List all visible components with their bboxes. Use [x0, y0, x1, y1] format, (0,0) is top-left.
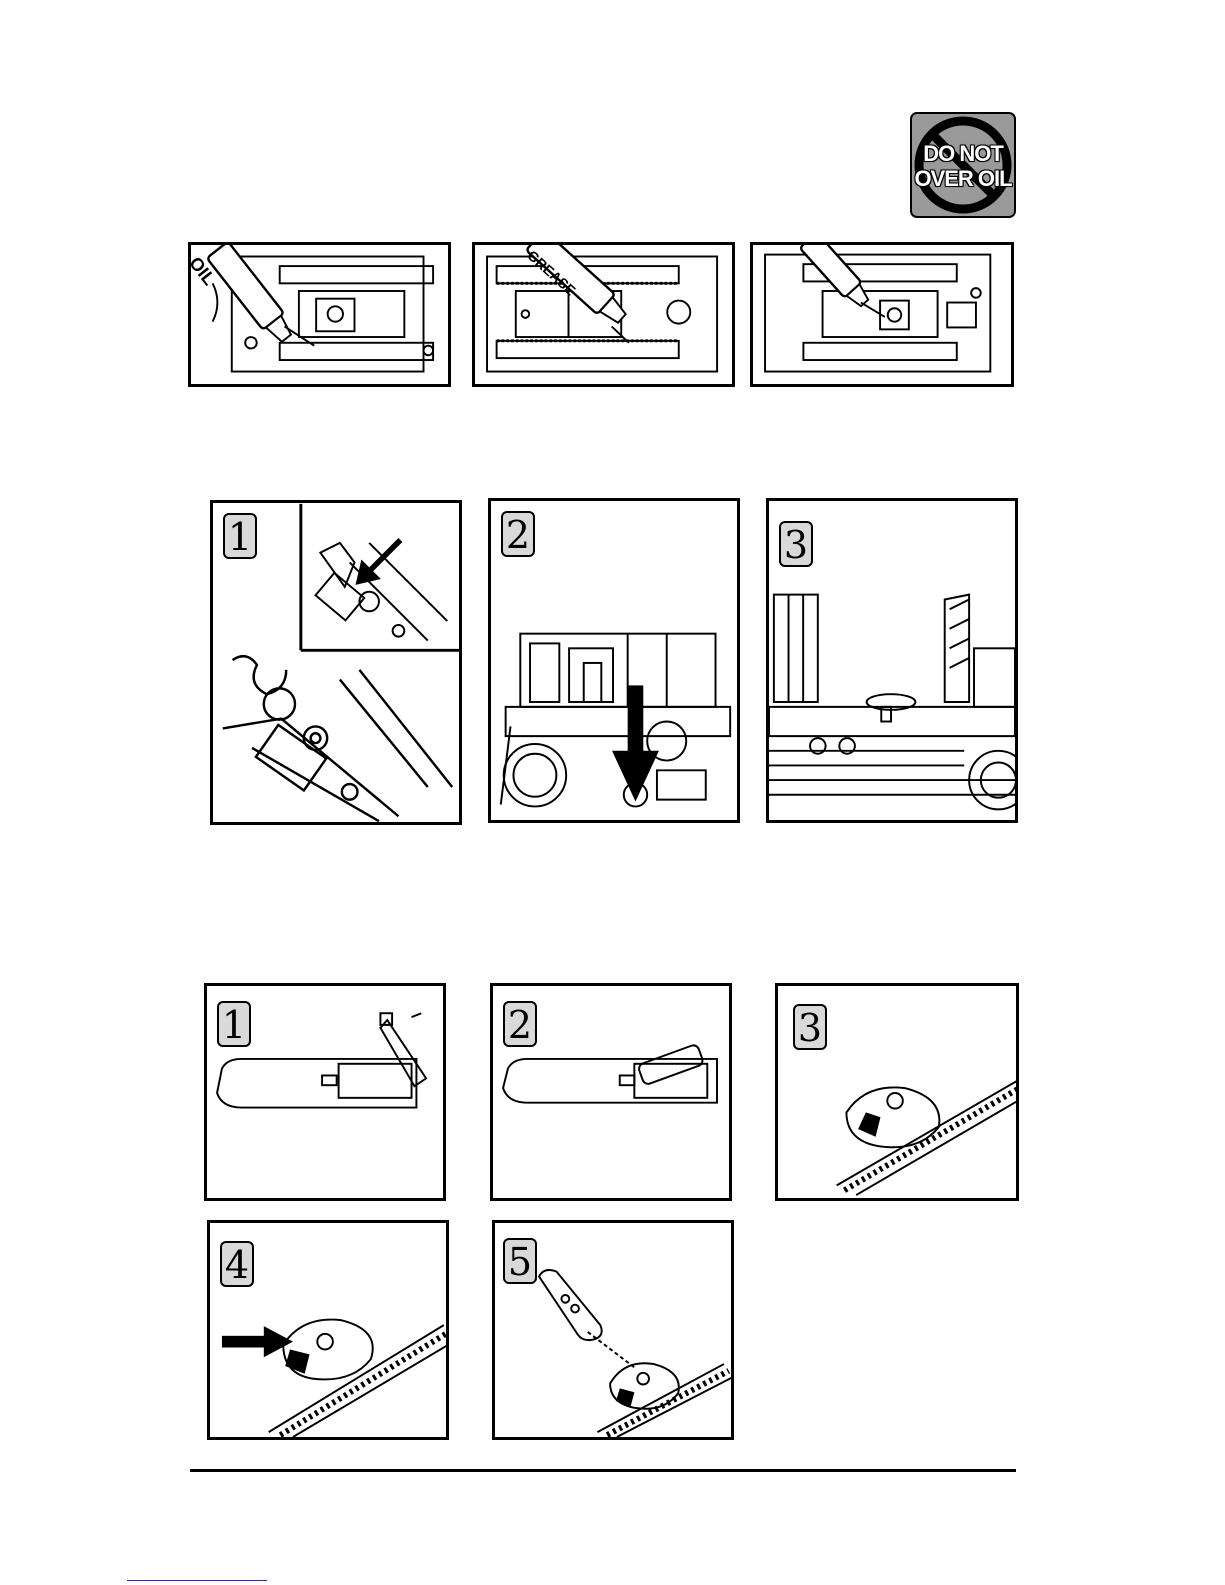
chassis-illustration: [753, 245, 1011, 384]
lube-panel-grease: GREASE: [472, 242, 735, 387]
lube-panel-3: [750, 242, 1014, 387]
step-number-badge: 5: [503, 1238, 537, 1284]
step-number-badge: 3: [793, 1004, 827, 1050]
remote-step-2-panel: 2: [490, 983, 732, 1201]
remote-step-4-panel: 4: [207, 1220, 449, 1440]
step-number-badge: 2: [501, 511, 535, 557]
step-number-badge: 3: [779, 521, 813, 567]
step-number-badge: 1: [223, 513, 257, 559]
chassis-illustration: [475, 245, 732, 384]
coupler-step-3-panel: 3: [766, 498, 1018, 823]
badge-line-1: DO NOT: [910, 142, 1016, 166]
badge-line-2: OVER OIL: [910, 167, 1016, 191]
coupler-step-2-panel: 2: [488, 498, 740, 823]
chassis-illustration: [191, 245, 448, 384]
remote-step-3-panel: 3: [775, 983, 1019, 1201]
coupler-step-1-panel: 1: [210, 500, 462, 825]
lube-panel-oil: OIL: [188, 242, 451, 387]
footer-rule: [190, 1469, 1016, 1472]
do-not-over-oil-badge: DO NOT OVER OIL: [910, 112, 1016, 218]
footer-link-underline: [127, 1580, 267, 1581]
remote-step-1-panel: 1: [204, 983, 446, 1201]
remote-step-5-panel: 5: [492, 1220, 734, 1440]
step-number-badge: 1: [217, 1001, 251, 1047]
step-number-badge: 4: [220, 1241, 254, 1287]
step-number-badge: 2: [503, 1001, 537, 1047]
